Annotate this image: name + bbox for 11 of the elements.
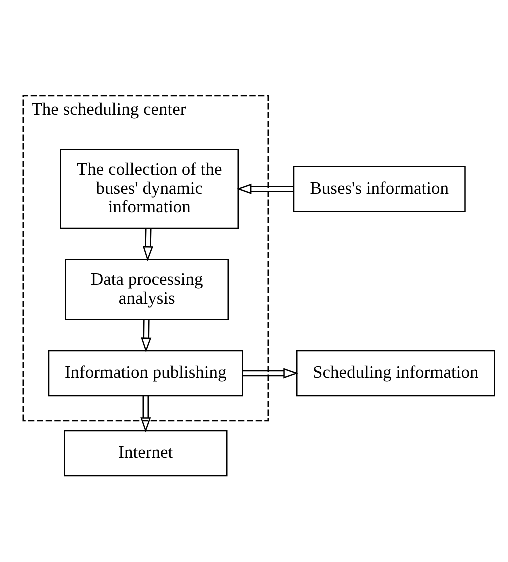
node-box: Data processing analysis — [65, 259, 229, 320]
node-box: The collection of the buses' dynamic information — [60, 149, 239, 230]
arrow — [141, 320, 152, 353]
arrow — [142, 228, 154, 262]
node-box: Internet — [64, 430, 228, 477]
arrow — [140, 396, 152, 433]
node-box: Scheduling information — [296, 350, 496, 397]
node-box: Buses's information — [293, 166, 466, 212]
arrow — [236, 184, 294, 194]
node-box: Information publishing — [48, 350, 244, 397]
arrow — [243, 368, 299, 379]
